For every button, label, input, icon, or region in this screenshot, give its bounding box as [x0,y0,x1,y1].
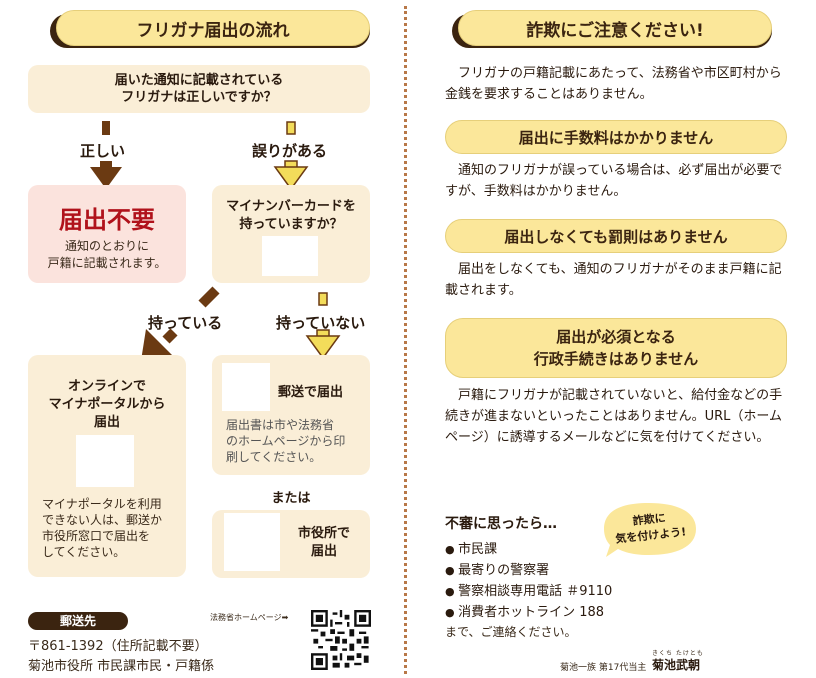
no-filing-text: 通知のとおりに 戸籍に記載されます。 [47,239,167,270]
label-have: 持っている [148,314,223,332]
arrow-down-yellow-2-icon [305,292,341,360]
suspicious-title: 不審に思ったら… [445,516,557,532]
online-text: マイナポータルを利用 できない人は、郵送か 市役所窓口で届出を してください。 [42,497,163,559]
footer-ruby: きくち たけとも [652,650,704,657]
fraud-header: 詐欺にご注意ください! [458,10,772,46]
text-no-penalty: 届出をしなくても、通知のフリガナがそのまま戸籍に記載されます。 [445,262,782,298]
contact-item: 消費者ホットライン 188 [445,602,612,623]
fraud-intro: フリガナの戸籍記載にあたって、法務省や市区町村から金銭を要求することはありません… [445,66,782,102]
postal-badge: 郵送先 [28,612,128,630]
moj-label: 法務省ホームページ➡ [210,613,289,622]
label-error: 誤りがある [252,142,328,160]
mail-title: 郵送で届出 [278,385,344,400]
closing-text: まで、ご連絡ください。 [445,625,577,639]
contact-item: 市民課 [445,539,612,560]
question1-box [28,65,370,113]
column-divider [404,6,407,674]
cityhall-title: 市役所で 届出 [297,526,350,559]
address-line2: 菊池市役所 市民課市民・戸籍係 [28,659,215,674]
text-no-required: 戸籍にフリガナが記載されていないと、給付金などの手続きが進まないといったことはあ… [445,388,783,445]
online-image [76,435,134,487]
contact-item: 警察相談専用電話 ＃9110 [445,581,612,602]
no-filing-title: 届出不要 [59,206,155,234]
pill-no-penalty: 届出しなくても罰則はありません [445,219,787,253]
qr-code-icon[interactable] [311,610,371,670]
contact-list: 市民課 最寄りの警察署 警察相談専用電話 ＃9110 消費者ホットライン 188 [445,539,612,623]
label-not-have: 持っていない [276,314,366,332]
cityhall-image [224,513,280,571]
mail-text: 届出書は市や法務省 のホームページから印 刷してください。 [226,418,346,464]
mail-image [222,363,270,411]
arrow-down-yellow-icon [273,121,309,191]
pill-no-fee: 届出に手数料はかかりません [445,120,787,154]
arrow-down-brown-icon [90,121,122,189]
address-line1: 〒861-1392（住所記載不要） [28,639,208,654]
footer-name: 菊池武朝 [652,658,701,672]
contact-item: 最寄りの警察署 [445,560,612,581]
question1-text: 届いた通知に記載されている フリガナは正しいですか？ [114,73,284,105]
question2-image [262,236,318,276]
online-title: オンラインで マイナポータルから 届出 [48,379,166,430]
speech-bubble-icon [604,503,696,557]
label-correct: 正しい [80,142,126,160]
or-text: または [271,491,311,506]
flow-header: フリガナ届出の流れ [56,10,370,46]
text-no-fee: 通知のフリガナが誤っている場合は、必ず届出が必要ですが、手数料はかかりません。 [445,163,783,199]
no-filing-box [28,185,186,283]
question2-text: マイナンバーカードを 持っていますか？ [226,199,356,232]
footer-small: 菊池一族 第17代当主 [560,663,647,673]
pill-no-required: 届出が必須となる 行政手続きはありません [445,318,787,378]
